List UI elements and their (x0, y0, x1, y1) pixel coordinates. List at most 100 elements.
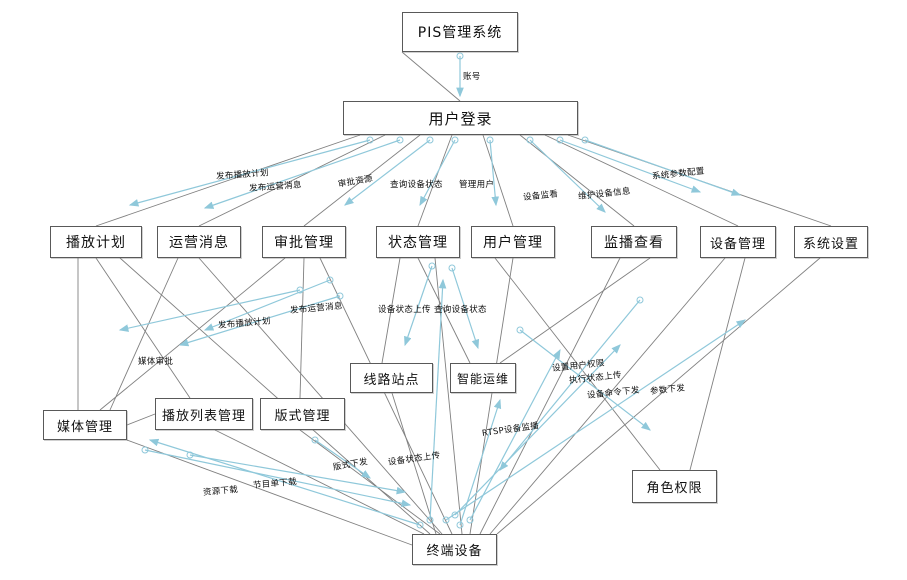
edge-label-l-mediaap: 媒体审批 (138, 357, 174, 367)
edge-label-l-devstat1: 设备状态上传 (378, 305, 431, 315)
flow-origin-dot (581, 136, 589, 144)
flow-origin-dot (486, 136, 494, 144)
flow-origin-dot (556, 136, 564, 144)
node-playplan[interactable]: 播放计划 (50, 226, 142, 258)
flow-terminal-to-device (445, 319, 746, 521)
connector-media-terminal (126, 439, 413, 546)
connector-monitor-terminal (479, 257, 621, 535)
connector-media-playlist (126, 413, 156, 426)
flow-origin-dot (336, 292, 344, 300)
node-status[interactable]: 状态管理 (376, 226, 460, 258)
node-approval[interactable]: 审批管理 (262, 226, 346, 258)
flow-origin-dot (311, 436, 319, 444)
flow-origin-dot (396, 136, 404, 144)
node-lineStop[interactable]: 线路站点 (350, 363, 433, 393)
node-label-lineStop: 线路站点 (363, 372, 420, 388)
connector-playplan-terminal (119, 257, 431, 535)
flow-terminal-to-monitor (454, 344, 621, 516)
node-pis[interactable]: PIS管理系统 (402, 12, 518, 52)
connector-login-playplan (95, 134, 361, 227)
flow-terminal-to-smartops (459, 398, 502, 526)
node-label-approval: 审批管理 (274, 235, 334, 251)
connector-approval-layout (299, 257, 305, 399)
node-user[interactable]: 用户管理 (471, 226, 555, 258)
flow-terminal-to-status (429, 278, 447, 521)
node-label-sysset: 系统设置 (802, 236, 859, 252)
connector-approval-terminal (319, 257, 453, 535)
flow-terminal-to-media (148, 438, 421, 526)
connector-status-lineStop (381, 257, 401, 364)
node-layout[interactable]: 版式管理 (260, 398, 345, 430)
connector-playplan-playlist (95, 257, 191, 399)
flow-login-to-monitor (529, 139, 606, 213)
flow-origin-dot (451, 136, 459, 144)
node-device[interactable]: 设备管理 (700, 226, 776, 258)
node-label-login: 用户登录 (428, 109, 493, 128)
connector-device-terminal (489, 257, 726, 535)
connector-user-terminal (469, 257, 514, 535)
flow-origin-dot (426, 136, 434, 144)
flow-login-to-sysset (584, 139, 742, 196)
flow-origin-dot (296, 286, 304, 294)
node-label-smartops: 智能运维 (456, 371, 509, 386)
connector-approval-media (99, 257, 286, 411)
flow-login-to-user (489, 139, 500, 207)
connector-login-device (544, 134, 739, 227)
node-label-playplan: 播放计划 (66, 235, 126, 251)
connector-login-approval (303, 134, 421, 227)
node-smartops[interactable]: 智能运维 (450, 363, 516, 393)
node-terminal[interactable]: 终端设备 (412, 534, 497, 565)
node-media[interactable]: 媒体管理 (43, 410, 127, 440)
flow-origin-dot (416, 521, 424, 529)
flow-origin-dot (366, 136, 374, 144)
flow-user-to-role (519, 329, 651, 431)
node-label-pis: PIS管理系统 (417, 25, 503, 41)
flow-origin-dot (466, 516, 474, 524)
node-login[interactable]: 用户登录 (343, 101, 578, 135)
edge-label-l-manageusr: 管理用户 (459, 180, 495, 190)
connector-login-monitor (519, 134, 635, 227)
connector-login-opmsg (198, 134, 386, 227)
node-label-opmsg: 运营消息 (169, 235, 229, 251)
flow-approval-to-playlist (203, 279, 331, 331)
flow-login-to-playplan (128, 139, 371, 207)
connector-pis-login (401, 51, 461, 102)
node-label-role: 角色权限 (646, 481, 703, 496)
edge-label-l-querydev1: 查询设备状态 (390, 180, 443, 190)
node-sysset[interactable]: 系统设置 (794, 226, 868, 258)
flow-origin-dot (636, 296, 644, 304)
connector-monitor-smartops (499, 257, 651, 364)
node-monitor[interactable]: 监播查看 (591, 226, 677, 258)
flow-login-to-device (559, 139, 702, 193)
edge-label-l-querydev2: 查询设备状态 (434, 305, 487, 315)
flow-origin-dot (448, 264, 456, 272)
flow-status-to-lineStop (404, 265, 433, 347)
node-label-device: 设备管理 (709, 236, 766, 252)
flow-origin-dot (516, 326, 524, 334)
flow-origin-dot (428, 262, 436, 270)
connector-status-terminal (434, 257, 463, 535)
node-label-status: 状态管理 (388, 235, 448, 251)
connector-user-role (494, 257, 661, 471)
node-playlist[interactable]: 播放列表管理 (155, 398, 253, 430)
flow-origin-dot (456, 52, 464, 60)
flow-status-to-smartops (451, 267, 480, 350)
flow-origin-dot (451, 511, 459, 519)
flow-origin-dot (526, 136, 534, 144)
flow-layout-to-terminal (314, 439, 371, 479)
connector-login-status (417, 134, 453, 227)
connector-sysset-terminal (496, 257, 821, 535)
node-opmsg[interactable]: 运营消息 (157, 226, 241, 258)
flow-origin-dot (426, 516, 434, 524)
connector-opmsg-media (109, 257, 179, 411)
flow-opmsg-to-media (178, 295, 341, 347)
node-label-layout: 版式管理 (274, 408, 331, 424)
node-label-playlist: 播放列表管理 (161, 408, 246, 424)
node-role[interactable]: 角色权限 (632, 470, 717, 503)
flow-origin-dot (326, 276, 334, 284)
flow-origin-dot (442, 516, 450, 524)
node-label-media: 媒体管理 (56, 419, 113, 435)
connector-playlist-terminal (214, 429, 425, 535)
